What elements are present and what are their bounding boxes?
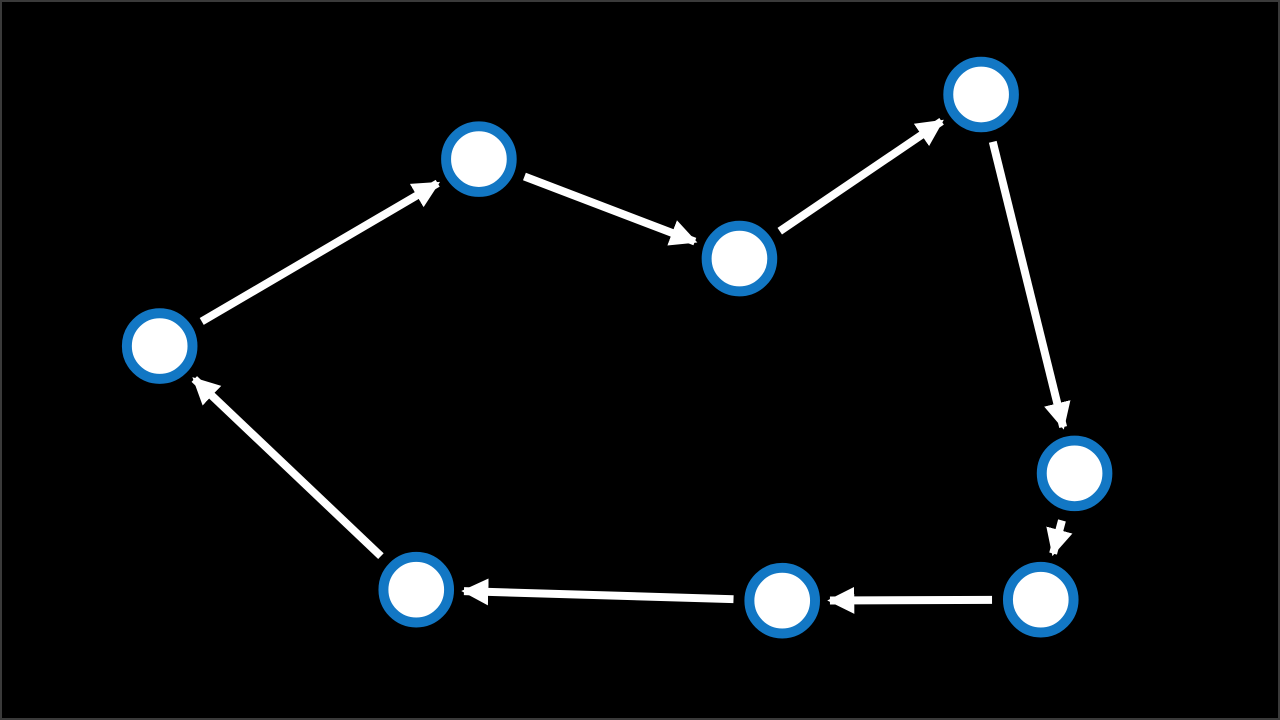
graph-edge-arrow <box>777 118 944 235</box>
graph-edge-arrow <box>191 376 384 560</box>
graph-node <box>1036 435 1113 512</box>
graph-edge-arrow <box>461 578 734 606</box>
graph-edge-arrow <box>1046 519 1073 557</box>
graph-node <box>441 121 517 197</box>
graph-edge-arrow <box>988 140 1071 430</box>
graph-node <box>943 56 1019 133</box>
graph-edge-arrow <box>523 172 698 246</box>
graph-edge-arrow <box>827 586 993 614</box>
graph-edge-arrow <box>199 179 441 325</box>
graph-node <box>121 308 198 384</box>
graph-node <box>744 562 820 639</box>
graph-node <box>1002 561 1079 638</box>
graph-node <box>701 220 778 297</box>
graph-node <box>378 551 455 628</box>
